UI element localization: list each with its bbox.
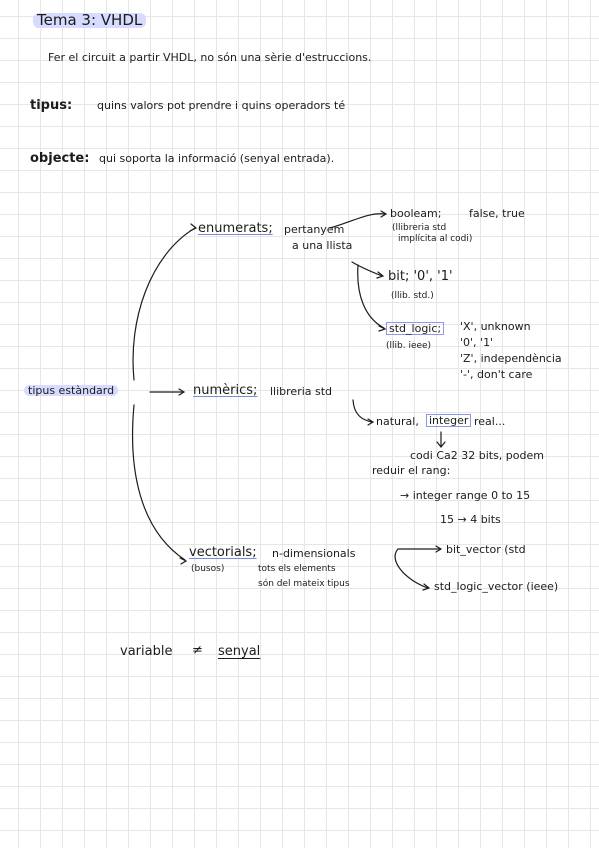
boolean-label: booleam;: [390, 207, 442, 220]
std-logic-note: (llib. ieee): [386, 341, 432, 351]
boolean-note-2: implícita al codi): [398, 234, 473, 244]
vectorials-note: (busos): [191, 564, 225, 574]
vectorials-desc-1: n-dimensionals: [272, 547, 356, 560]
tipus-definition: quins valors pot prendre i quins operado…: [97, 99, 346, 112]
connector-std-logic: [357, 264, 385, 329]
variable-word: variable: [120, 644, 173, 659]
bit-vector-type: bit_vector (std: [446, 543, 526, 556]
std-logic-vector-type: std_logic_vector (ieee): [434, 580, 559, 593]
bit-note: (llib. std.): [391, 291, 434, 301]
natural-type: natural,: [376, 415, 419, 428]
integer-note-2: reduir el rang:: [372, 464, 451, 477]
numerics-label: numèrics;: [193, 383, 258, 398]
page-title: Tema 3: VHDL: [33, 13, 147, 28]
connector-vectorials: [131, 404, 186, 561]
senyal-word: senyal: [218, 644, 261, 659]
not-equal-symbol: ≠: [192, 643, 203, 658]
std-logic-value: '-', don't care: [460, 368, 533, 381]
std-logic-value: 'Z', independència: [460, 352, 562, 365]
std-logic-value: 'X', unknown: [460, 320, 531, 333]
intro-text: Fer el circuit a partir VHDL, no són una…: [48, 51, 372, 64]
connector-bit: [351, 261, 383, 277]
integer-bits: 15 → 4 bits: [440, 513, 501, 526]
real-type: real...: [474, 415, 506, 428]
connector-vectors: [394, 548, 441, 589]
enumerats-label: enumerats;: [198, 221, 273, 236]
tipus-term: tipus:: [30, 98, 73, 113]
vectorials-label: vectorials;: [189, 545, 257, 560]
connector-enumerats: [132, 227, 196, 381]
numerics-desc: llibreria std: [270, 385, 333, 398]
boolean-note-1: (llibreria std: [392, 223, 447, 233]
std-logic-value: '0', '1': [460, 336, 494, 349]
integer-type: integer: [426, 414, 472, 427]
boolean-values: false, true: [469, 207, 525, 220]
vectorials-desc-3: són del mateix tipus: [258, 579, 350, 589]
connector-natural: [352, 399, 373, 423]
vectorials-desc-2: tots els elements: [258, 564, 336, 574]
enumerats-desc-1: pertanyem: [284, 223, 345, 236]
objecte-term: objecte:: [30, 151, 90, 166]
connector-boolean: [329, 213, 386, 229]
std-logic-label: std_logic;: [386, 322, 445, 335]
bit-label: bit; '0', '1': [388, 269, 453, 284]
integer-range: → integer range 0 to 15: [400, 489, 531, 502]
enumerats-desc-2: a una llista: [292, 239, 353, 252]
integer-note-1: codi Ca2 32 bits, podem: [410, 449, 544, 462]
objecte-definition: qui soporta la informació (senyal entrad…: [99, 152, 335, 165]
tipus-estandard-node: tipus estàndard: [24, 385, 119, 396]
